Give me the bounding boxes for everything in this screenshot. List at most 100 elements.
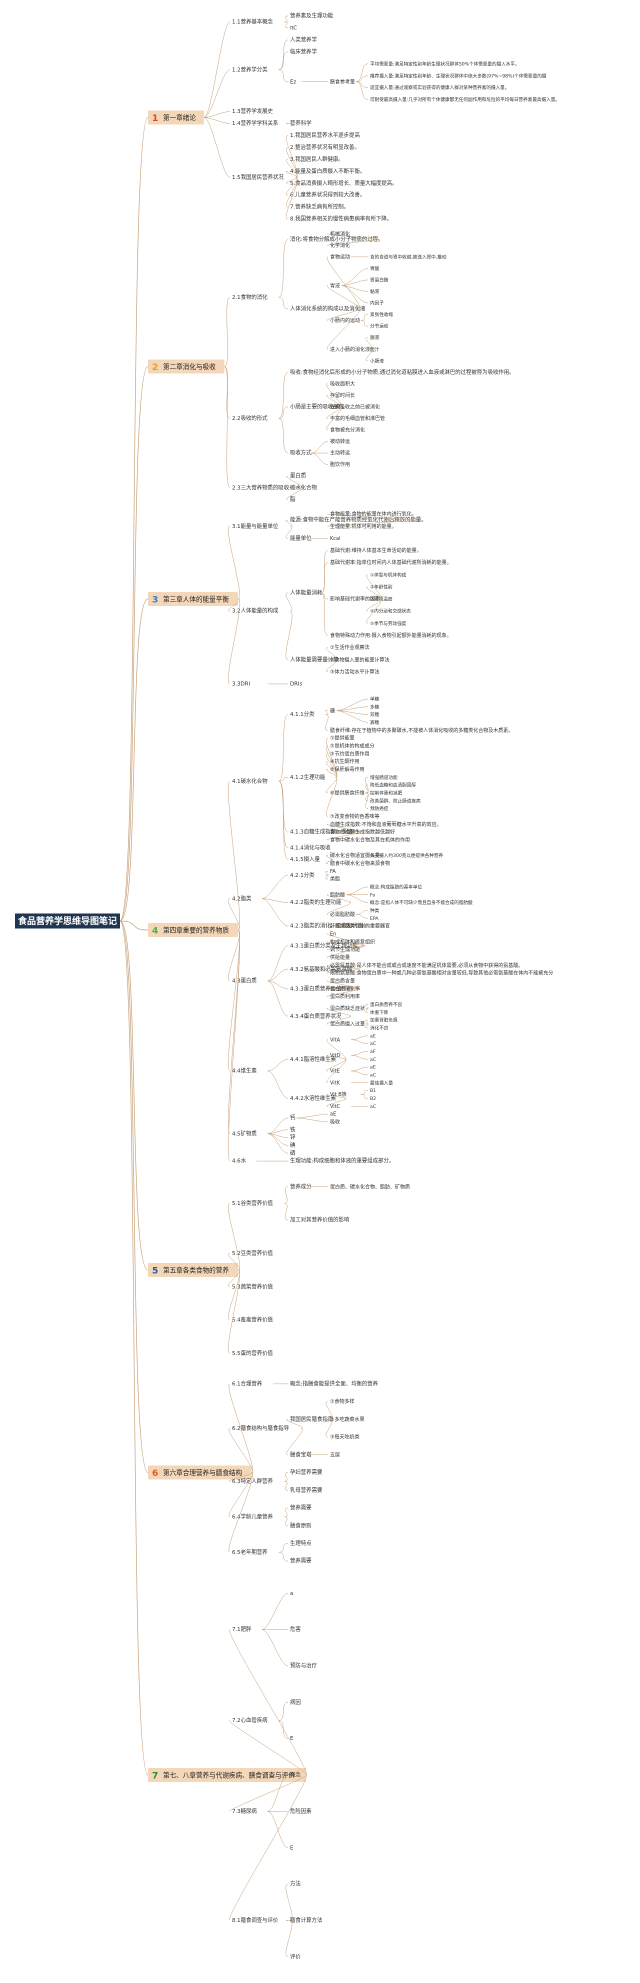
mind-map-node: 膳食原则 xyxy=(290,1521,312,1529)
branch-connector xyxy=(326,1015,351,1025)
mind-map-node: 4.1.4消化与吸收 xyxy=(290,843,331,851)
mind-map-node: 4.1.2生理功能 xyxy=(290,773,326,781)
mind-map-node: EPA xyxy=(370,916,379,922)
mind-map-node: 蛋白质含量 xyxy=(330,978,355,985)
mind-map-node: Kcal xyxy=(330,536,340,542)
branch-connector xyxy=(278,1720,289,1739)
mind-map-node: 脂 xyxy=(290,495,296,503)
mind-map-node: 4.2脂类 xyxy=(232,894,252,902)
branch-connector xyxy=(365,792,369,809)
mind-map-node: 黏液 xyxy=(370,288,380,295)
mind-map-node: 1.3营养学发展史 xyxy=(232,107,274,115)
branch-connector xyxy=(228,1472,253,1553)
mind-map-node: 6.5老年期营养 xyxy=(232,1548,268,1556)
mind-map-node: 4.2.3脂类的消化、吸收和代谢 xyxy=(290,922,364,930)
mind-map-node: 4.4.2水溶性维生素 xyxy=(290,1094,337,1102)
branch-connector xyxy=(228,598,240,612)
root-title: 食品营养学思维导图笔记 xyxy=(17,915,117,927)
branch-connector xyxy=(336,710,369,715)
mind-map-node: 4.2.1分类 xyxy=(290,871,315,879)
branch-connector xyxy=(355,81,369,100)
mind-map-node: VitD xyxy=(330,1053,341,1059)
branch-connector xyxy=(278,1543,289,1553)
mind-map-node: 吸收:食物经消化后形成的小分子物质,通过消化道粘膜进入血液或淋巴的过程被称为吸收… xyxy=(290,368,515,376)
branch-connector xyxy=(278,777,289,782)
mind-map-node: 1.5我国居民营养状况 xyxy=(232,173,284,181)
mind-map-node: 6.儿童营养状况得到较大改善。 xyxy=(290,191,365,199)
branch-connector xyxy=(336,706,369,711)
mind-map-node: 4.1.5摄入量 xyxy=(290,855,320,863)
mind-map-node: ②多吃蔬菜水果 xyxy=(330,1416,364,1423)
branch-connector xyxy=(365,348,373,361)
branch-connector xyxy=(351,1039,369,1044)
branch-connector xyxy=(355,910,369,915)
mind-map-node: 锌 xyxy=(290,1133,296,1141)
mind-map-node: 必需氨基酸:是人体不能合成或合成速度不能满足机体需要,必须从食物中获得的氨基酸。 xyxy=(330,962,523,969)
mind-map-node: 8.我国营养相关的慢性病患病率有所下降。 xyxy=(290,215,392,223)
branch-connector xyxy=(311,441,329,454)
chapter-number: 1 xyxy=(152,114,158,124)
root-node: 食品营养学思维导图笔记 xyxy=(15,913,120,929)
branch-connector xyxy=(355,81,369,88)
branch-connector xyxy=(320,592,329,636)
mind-map-node: 蛋白质利用率 xyxy=(330,993,360,1000)
mind-map-node: 5.4畜禽营养价值 xyxy=(232,1316,274,1324)
branch-connector xyxy=(286,487,303,500)
branch-connector xyxy=(326,777,338,817)
branch-connector xyxy=(228,929,240,982)
mind-map-node: aC xyxy=(370,1073,376,1079)
branch-connector xyxy=(267,1070,289,1099)
mind-map-node: a xyxy=(290,1591,293,1597)
mind-map-node: 内因子 xyxy=(370,300,384,307)
mind-map-node: 病因 xyxy=(290,1698,301,1706)
mind-map-node: B1 xyxy=(370,1088,376,1094)
branch-connector xyxy=(285,525,293,539)
mind-map-node: 消化:将食物分解成小分子物质的过程。 xyxy=(290,235,383,243)
branch-connector xyxy=(365,1004,369,1009)
mind-map-node: 多糖 xyxy=(370,703,380,710)
branch-connector xyxy=(326,1008,351,1017)
mind-map-node: 脂肪酸 xyxy=(330,891,345,898)
branch-connector xyxy=(284,1186,289,1204)
branch-connector xyxy=(228,780,240,931)
branch-connector xyxy=(267,1811,289,1848)
mind-map-node: 3.2人体能量的构成 xyxy=(232,607,279,615)
mind-map-node: VitE xyxy=(330,1069,340,1075)
mind-map-node: VitA xyxy=(330,1037,341,1043)
mind-map-node: 胃液 xyxy=(330,282,340,289)
chapter-connector xyxy=(119,920,149,1473)
mind-map-node: 吸收面积大 xyxy=(330,380,355,387)
branch-connector xyxy=(228,1383,253,1473)
mind-map-node: aE xyxy=(370,1065,376,1071)
mind-map-node: 硒 xyxy=(290,1150,296,1157)
mind-map-node: 最佳摄入量 xyxy=(370,1079,393,1086)
mind-map-node: 人体消化系统的构成以及消化液 xyxy=(290,304,366,312)
branch-connector xyxy=(203,117,231,124)
branch-connector xyxy=(327,988,361,997)
branch-connector xyxy=(278,418,289,454)
mind-map-node: 6.2膳食结构与膳食指导 xyxy=(232,1424,290,1432)
branch-connector xyxy=(326,769,338,778)
mind-map-node: ①食物多样 xyxy=(330,1398,354,1405)
mind-map-node: 3.1能量与能量单位 xyxy=(232,522,279,530)
mind-map-node: 可耐受最高摄入量:几乎对所有个体健康都无任何副作用和危险的平均每日营养素最高摄入… xyxy=(370,96,560,103)
branch-connector xyxy=(365,1023,369,1029)
mind-map-node: 每天摄入约300克以便提供各种营养 xyxy=(370,852,443,859)
mind-map-node: 营养需要 xyxy=(290,1557,312,1565)
mind-map-node: 4.3.2氨基酸和必需氨基酸 xyxy=(290,965,353,973)
chapter-connector xyxy=(119,366,149,922)
chapter-number: 3 xyxy=(152,595,158,605)
mind-map-node: 胃酸 xyxy=(370,265,380,272)
mind-map-node: 吸收 xyxy=(330,1119,340,1126)
branch-connector xyxy=(327,239,379,246)
mind-map-node: 4.6水 xyxy=(232,1157,247,1165)
mind-map-node: 6.4学龄儿童营养 xyxy=(232,1512,274,1520)
mind-map-node: 寡糖 xyxy=(370,719,380,726)
branch-connector xyxy=(286,135,298,178)
mind-map-node: 临床营养学 xyxy=(290,47,318,55)
chapter-number: 4 xyxy=(152,926,158,936)
branch-connector xyxy=(326,395,342,408)
chapter-connector xyxy=(119,920,149,1776)
